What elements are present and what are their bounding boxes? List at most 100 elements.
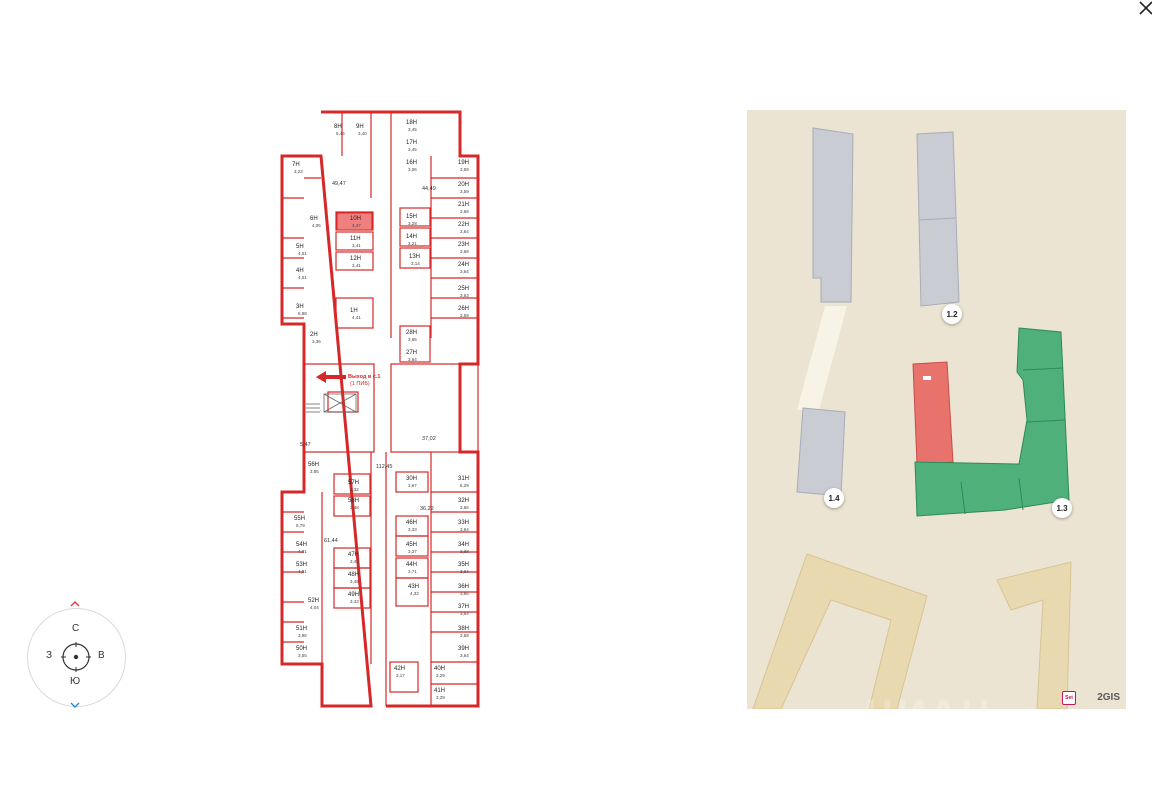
unit-number[interactable]: 54Н	[296, 542, 307, 548]
highlighted-unit[interactable]	[336, 212, 373, 231]
unit-area: 3,47	[352, 223, 361, 228]
unit-number[interactable]: 17Н	[406, 140, 417, 146]
unit-number[interactable]: 31Н	[458, 476, 469, 482]
corridor-area: 61,44	[324, 538, 338, 544]
unit-number[interactable]: 36Н	[458, 584, 469, 590]
unit-number[interactable]: 6Н	[310, 216, 318, 222]
unit-number[interactable]: 55Н	[294, 516, 305, 522]
unit-area: 3,06	[408, 167, 417, 172]
corridor-area: 37,02	[422, 436, 436, 442]
compass-east: В	[98, 650, 105, 661]
unit-area: 3,59	[460, 167, 469, 172]
map-building-highlighted[interactable]	[912, 361, 954, 465]
unit-area: 3,64	[460, 653, 469, 658]
unit-number[interactable]: 46Н	[406, 520, 417, 526]
unit-area: 3,17	[396, 673, 405, 678]
compass-center-icon	[61, 642, 91, 672]
unit-number[interactable]: 3Н	[296, 304, 304, 310]
corridor-area: 49,47	[332, 181, 346, 187]
unit-area: 3,59	[460, 313, 469, 318]
unit-number[interactable]: 39Н	[458, 646, 469, 652]
unit-number[interactable]: 44Н	[406, 562, 417, 568]
unit-area: 3,14	[411, 261, 420, 266]
map-sand-structure	[752, 553, 1072, 709]
unit-area: 3,32	[350, 487, 359, 492]
unit-area: 3,66	[460, 591, 469, 596]
unit-number[interactable]: 22Н	[458, 222, 469, 228]
unit-number[interactable]: 24Н	[458, 262, 469, 268]
unit-number[interactable]: 45Н	[406, 542, 417, 548]
unit-number[interactable]: 13Н	[409, 254, 420, 260]
unit-area: 3,68	[460, 209, 469, 214]
compass-west: З	[46, 650, 53, 661]
building-label-1-2[interactable]: 1.2	[942, 304, 962, 324]
unit-number[interactable]: 38Н	[458, 626, 469, 632]
unit-number[interactable]: 14Н	[406, 234, 417, 240]
unit-number[interactable]: 7Н	[292, 162, 300, 168]
unit-number[interactable]: 52Н	[308, 598, 319, 604]
unit-number[interactable]: 15Н	[406, 214, 417, 220]
unit-number[interactable]: 25Н	[458, 286, 469, 292]
unit-number[interactable]: 33Н	[458, 520, 469, 526]
unit-number[interactable]: 35Н	[458, 562, 469, 568]
unit-number[interactable]: 20Н	[458, 182, 469, 188]
unit-area: 3,58	[460, 633, 469, 638]
map-building-1-2[interactable]	[916, 131, 960, 307]
unit-area: 3,48	[350, 505, 359, 510]
unit-number[interactable]: 26Н	[458, 306, 469, 312]
unit-number[interactable]: 18Н	[406, 120, 417, 126]
map-building-1-4[interactable]	[796, 127, 854, 497]
unit-number[interactable]: 1Н	[350, 308, 358, 314]
unit-number[interactable]: 48Н	[348, 572, 359, 578]
unit-number[interactable]: 16Н	[406, 160, 417, 166]
unit-number[interactable]: 37Н	[458, 604, 469, 610]
unit-area: 3,64	[460, 611, 469, 616]
unit-area: 3,29	[436, 695, 445, 700]
building-label-1-4[interactable]: 1.4	[824, 488, 844, 508]
unit-number[interactable]: 11Н	[350, 236, 361, 242]
unit-number[interactable]: 57Н	[348, 480, 359, 486]
unit-number[interactable]: 42Н	[394, 666, 405, 672]
unit-number[interactable]: 34Н	[458, 542, 469, 548]
unit-number[interactable]: 50Н	[296, 646, 307, 652]
unit-number[interactable]: 4Н	[296, 268, 304, 274]
compass-south: Ю	[70, 676, 81, 687]
unit-number[interactable]: 28Н	[406, 330, 417, 336]
unit-area: 4,01	[298, 251, 307, 256]
unit-number[interactable]: 56Н	[308, 462, 319, 468]
unit-number[interactable]: 27Н	[406, 350, 417, 356]
site-map[interactable]: 1.2 1.3 1.4 ЦИАН Set 2GIS	[747, 110, 1126, 709]
unit-number[interactable]: 43Н	[408, 584, 419, 590]
unit-area: 3,71	[408, 569, 417, 574]
unit-area: 3,63	[460, 293, 469, 298]
building-label-1-3[interactable]: 1.3	[1052, 498, 1072, 518]
compass-up-icon[interactable]	[69, 599, 81, 609]
unit-number[interactable]: 5Н	[296, 244, 304, 250]
unit-number[interactable]: 30Н	[406, 476, 417, 482]
unit-number[interactable]: 41Н	[434, 688, 445, 694]
compass[interactable]: С З В Ю	[27, 608, 126, 707]
unit-number[interactable]: 32Н	[458, 498, 469, 504]
unit-number[interactable]: 47Н	[348, 552, 359, 558]
map-building-1-3[interactable]	[914, 327, 1070, 517]
unit-area: 3,96	[298, 633, 307, 638]
unit-number[interactable]: 21Н	[458, 202, 469, 208]
unit-area: 3,45	[408, 147, 417, 152]
unit-number[interactable]: 23Н	[458, 242, 469, 248]
map-brand[interactable]: 2GIS	[1097, 692, 1120, 703]
unit-number[interactable]: 40Н	[434, 666, 445, 672]
unit-number[interactable]: 58Н	[348, 498, 359, 504]
unit-number[interactable]: 2Н	[310, 332, 318, 338]
unit-number[interactable]: 53Н	[296, 562, 307, 568]
unit-number[interactable]: 51Н	[296, 626, 307, 632]
unit-number[interactable]: 19Н	[458, 160, 469, 166]
unit-number[interactable]: 10Н	[350, 216, 361, 222]
close-icon[interactable]	[1132, 0, 1152, 20]
unit-number[interactable]: 9Н	[356, 124, 364, 130]
unit-number[interactable]: 12Н	[350, 256, 361, 262]
map-badge-icon[interactable]: Set	[1062, 691, 1076, 705]
compass-down-icon[interactable]	[69, 700, 81, 710]
unit-number[interactable]: 49Н	[348, 592, 359, 598]
exit-sublabel: (1 ПИБ)	[350, 381, 370, 387]
unit-number[interactable]: 8Н	[334, 124, 342, 130]
